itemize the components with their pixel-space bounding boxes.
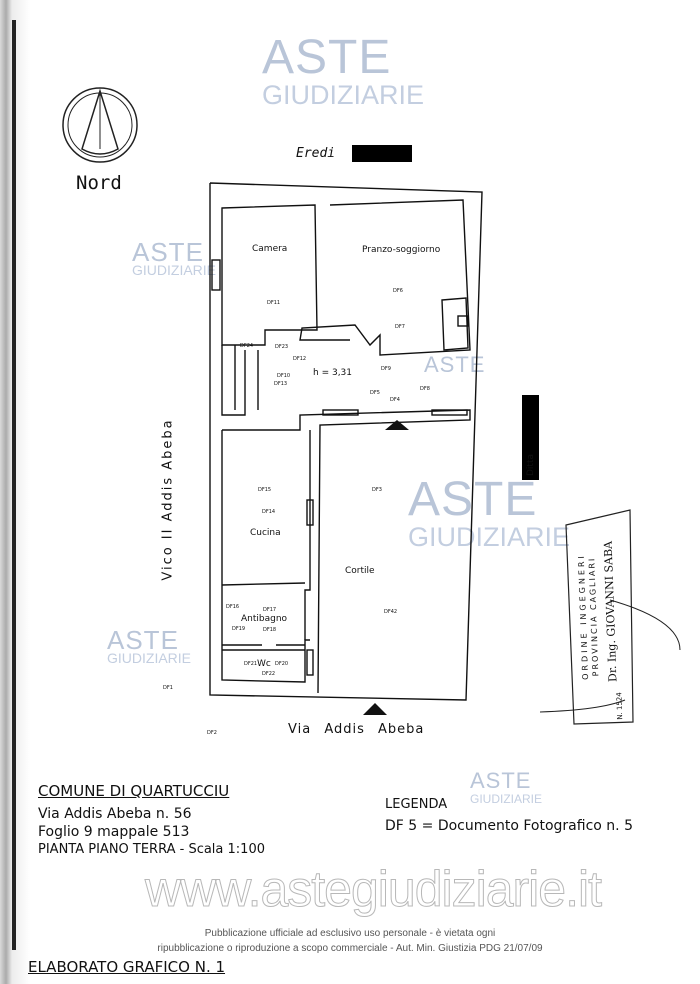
stamp-border xyxy=(565,509,634,725)
notice-line1: Pubblicazione ufficiale ad esclusivo uso… xyxy=(204,928,496,939)
photo-point: DF7 xyxy=(395,324,405,330)
photo-point: DF9 xyxy=(381,366,391,372)
photo-point: DF11 xyxy=(267,300,281,306)
watermark-giudiziarie: GIUDIZIARIE xyxy=(262,80,425,110)
photo-point: DF15 xyxy=(258,487,272,493)
scan-edge-line xyxy=(12,20,16,950)
watermark-aste: ASTE xyxy=(470,768,532,793)
photo-point: DF13 xyxy=(274,381,288,387)
elaborato-title: ELABORATO GRAFICO N. 1 xyxy=(28,958,226,976)
watermark-giudiziarie: GIUDIZIARIE xyxy=(408,522,571,552)
legend-title: LEGENDA xyxy=(385,797,448,812)
watermark-giudiziarie: GIUDIZIARIE xyxy=(470,792,543,806)
legend-item: DF 5 = Documento Fotografico n. 5 xyxy=(385,818,633,834)
photo-point: DF8 xyxy=(420,386,430,392)
photo-point: DF18 xyxy=(263,627,277,633)
redaction xyxy=(522,395,539,480)
watermark-giudiziarie: GIUDIZIARIE xyxy=(107,650,192,666)
photo-point: DF42 xyxy=(384,609,398,615)
photo-point: DF22 xyxy=(262,671,276,677)
watermark-giudiziarie: GIUDIZIARIE xyxy=(132,262,217,278)
photo-point: DF2 xyxy=(207,730,217,736)
cadastral-ref: Foglio 9 mappale 513 xyxy=(38,824,190,840)
photo-point: DF14 xyxy=(262,509,276,515)
watermark-aste: ASTE xyxy=(107,625,179,655)
photo-point: DF6 xyxy=(393,288,403,294)
photo-point: DF17 xyxy=(263,607,277,613)
photo-point: DF1 xyxy=(163,685,173,691)
photo-point: DF21 xyxy=(244,661,258,667)
room-wc: Wc xyxy=(257,659,271,669)
outer-wall xyxy=(209,182,483,701)
photo-point: DF16 xyxy=(226,604,240,610)
street-left: Vico II Addis Abeba xyxy=(160,418,176,581)
camera-walls xyxy=(221,204,318,346)
room-cucina: Cucina xyxy=(250,528,281,538)
photo-point: DF4 xyxy=(390,397,400,403)
watermark-aste: ASTE xyxy=(132,237,204,267)
watermark-aste: ASTE xyxy=(262,31,392,84)
photo-point: DF5 xyxy=(370,390,380,396)
neighbor-label: Ditta xyxy=(526,453,537,477)
owner-label: Eredi xyxy=(296,146,336,161)
north-arrow-icon xyxy=(62,87,138,163)
stamp-number: N. 1524 xyxy=(615,692,625,720)
ceiling-height: h = 3,31 xyxy=(313,368,353,378)
notice-line2: ripubblicazione o riproduzione a scopo c… xyxy=(157,943,543,954)
photo-point: DF12 xyxy=(293,356,307,362)
photo-point: DF23 xyxy=(275,344,289,350)
room-cortile: Cortile xyxy=(345,566,375,576)
pranzo-walls xyxy=(299,199,471,356)
signature xyxy=(539,599,681,713)
watermark-aste: ASTE xyxy=(424,352,486,377)
compass-label: Nord xyxy=(76,172,122,194)
redaction xyxy=(352,145,412,162)
photo-point: DF19 xyxy=(232,626,246,632)
plan-title: PIANTA PIANO TERRA - Scala 1:100 xyxy=(38,842,265,857)
street-bottom: Via Addis Abeba xyxy=(288,722,425,737)
photo-point: DF3 xyxy=(372,487,382,493)
photo-point: DF24 xyxy=(240,343,254,349)
photo-point: DF10 xyxy=(277,373,291,379)
photo-point: DF20 xyxy=(275,661,289,667)
watermark-site: www.astegiudiziarie.it xyxy=(145,861,603,918)
address: Via Addis Abeba n. 56 xyxy=(38,806,192,822)
room-camera: Camera xyxy=(252,244,288,254)
comune-title: COMUNE DI QUARTUCCIU xyxy=(38,782,230,800)
room-antibagno: Antibagno xyxy=(241,614,288,624)
room-pranzo-soggiorno: Pranzo-soggiorno xyxy=(362,245,441,255)
